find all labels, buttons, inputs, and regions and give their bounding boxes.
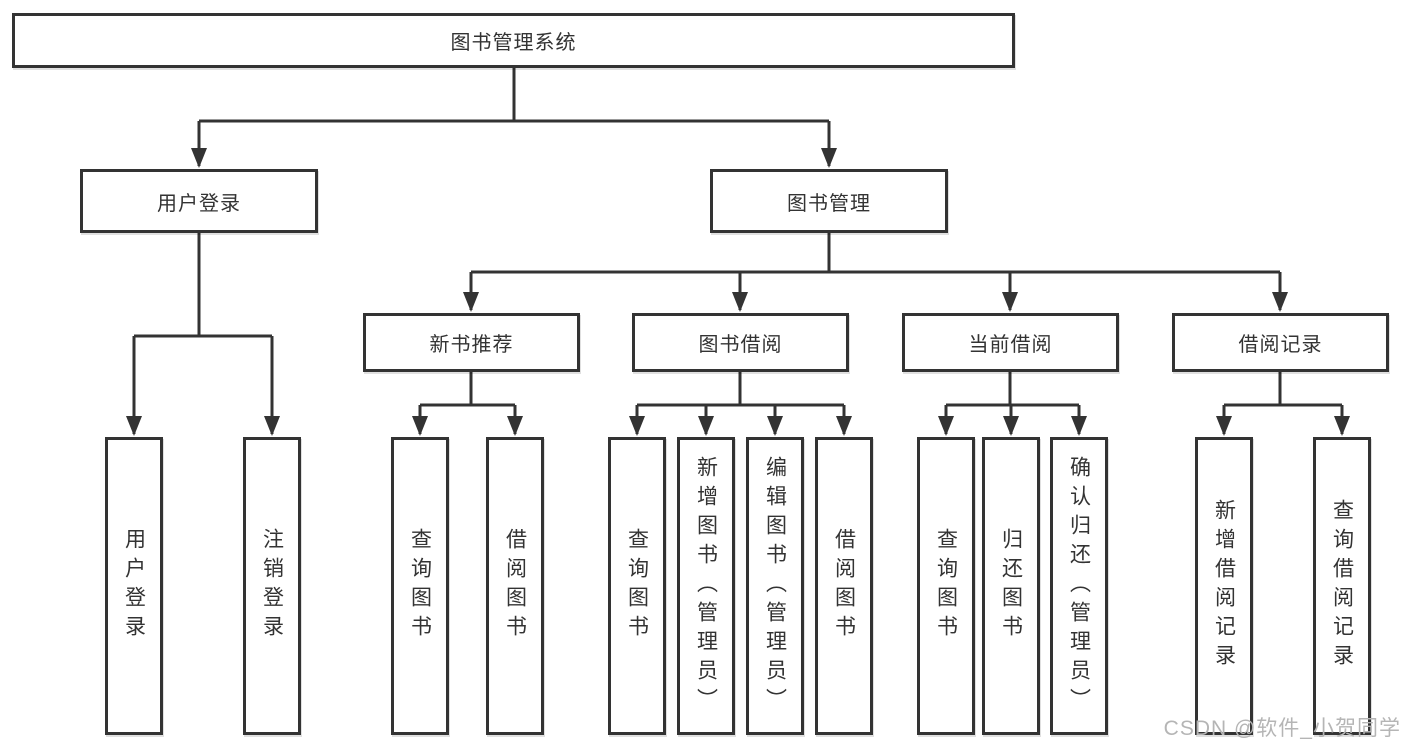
- leaf-borrow-books-borrowing-label: 借阅图书: [832, 528, 856, 644]
- leaf-user-login-label: 用户登录: [122, 528, 146, 644]
- leaf-borrow-books-recommend-label: 借阅图书: [503, 528, 527, 644]
- leaf-query-books-current-label: 查询图书: [934, 528, 958, 644]
- leaf-edit-book-admin-label: 编辑图书（管理员）: [763, 455, 787, 717]
- book-borrowing-connectors: [629, 372, 852, 436]
- leaf-logout-label: 注销登录: [260, 528, 284, 644]
- current-borrowing-connectors: [938, 372, 1087, 436]
- leaf-query-books-current: 查询图书: [917, 437, 975, 735]
- leaf-borrow-books-borrowing: 借阅图书: [815, 437, 873, 735]
- leaf-query-books-recommend-label: 查询图书: [408, 528, 432, 644]
- node-book-management-label: 图书管理: [787, 192, 871, 215]
- node-current-borrowing: 当前借阅: [902, 313, 1119, 372]
- borrowing-records-connectors: [1216, 372, 1350, 436]
- leaf-return-book: 归还图书: [982, 437, 1040, 735]
- leaf-query-borrow-record: 查询借阅记录: [1313, 437, 1371, 735]
- leaf-return-book-label: 归还图书: [999, 528, 1023, 644]
- leaf-user-login: 用户登录: [105, 437, 163, 735]
- new-book-recommend-connectors: [412, 372, 523, 436]
- leaf-query-books-recommend: 查询图书: [391, 437, 449, 735]
- node-root: 图书管理系统: [12, 13, 1015, 68]
- node-new-book-recommend: 新书推荐: [363, 313, 580, 372]
- leaf-logout: 注销登录: [243, 437, 301, 735]
- leaf-add-borrow-record: 新增借阅记录: [1195, 437, 1253, 735]
- node-root-label: 图书管理系统: [450, 32, 577, 54]
- leaf-query-books-borrowing: 查询图书: [608, 437, 666, 735]
- node-borrowing-records-label: 借阅记录: [1238, 334, 1323, 356]
- leaf-confirm-return-admin: 确认归还（管理员）: [1050, 437, 1108, 735]
- node-current-borrowing-label: 当前借阅: [968, 334, 1053, 356]
- node-book-borrowing: 图书借阅: [632, 313, 849, 372]
- leaf-query-books-borrowing-label: 查询图书: [625, 528, 649, 644]
- node-new-book-recommend-label: 新书推荐: [429, 334, 514, 356]
- csdn-watermark: CSDN @软件_小贺同学: [1163, 717, 1401, 740]
- leaf-query-borrow-record-label: 查询借阅记录: [1330, 499, 1354, 673]
- node-borrowing-records: 借阅记录: [1172, 313, 1389, 372]
- book-management-connectors: [463, 233, 1288, 312]
- leaf-confirm-return-admin-label: 确认归还（管理员）: [1067, 455, 1091, 717]
- leaf-edit-book-admin: 编辑图书（管理员）: [746, 437, 804, 735]
- user-login-connectors: [126, 233, 280, 436]
- root-to-level2-connectors: [191, 68, 837, 168]
- node-user-login-label: 用户登录: [157, 192, 241, 215]
- leaf-add-book-admin-label: 新增图书（管理员）: [694, 455, 718, 717]
- leaf-borrow-books-recommend: 借阅图书: [486, 437, 544, 735]
- node-book-borrowing-label: 图书借阅: [698, 334, 783, 356]
- node-user-login: 用户登录: [80, 169, 318, 233]
- leaf-add-borrow-record-label: 新增借阅记录: [1212, 499, 1236, 673]
- node-book-management: 图书管理: [710, 169, 948, 233]
- leaf-add-book-admin: 新增图书（管理员）: [677, 437, 735, 735]
